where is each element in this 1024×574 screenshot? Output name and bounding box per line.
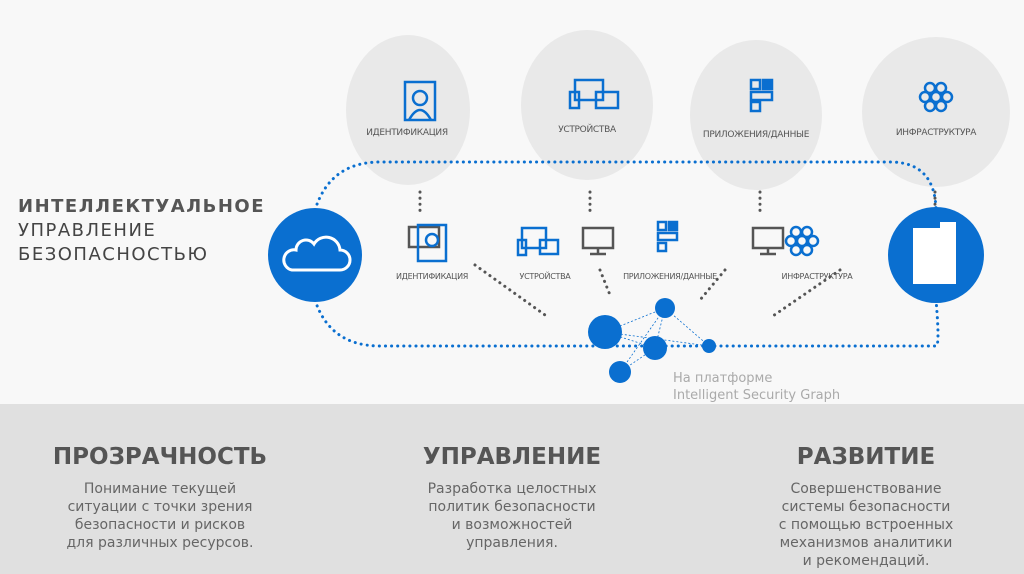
inner-label-devices: УСТРОЙСТВА xyxy=(519,272,571,281)
cloud-icon xyxy=(282,235,352,272)
top-circles xyxy=(346,30,1010,190)
pillars-band: ПРОЗРАЧНОСТЬ Понимание текущей ситуации … xyxy=(0,404,1024,574)
top-label-identity: ИДЕНТИФИКАЦИЯ xyxy=(366,128,448,138)
title-line: УПРАВЛЕНИЕ xyxy=(18,220,157,241)
cloud-circle xyxy=(268,208,362,302)
top-icons xyxy=(403,78,954,122)
monitor-icon-2 xyxy=(751,226,785,250)
graph-node xyxy=(609,361,631,383)
identity-circle xyxy=(346,35,470,185)
connector-dots xyxy=(418,190,937,320)
pillar-text: Понимание текущей ситуации с точки зрени… xyxy=(66,481,254,551)
infra-circle xyxy=(862,37,1010,187)
apps-icon-small xyxy=(656,220,679,253)
page-title: ИНТЕЛЛЕКТУАЛЬНОЕ УПРАВЛЕНИЕ БЕЗОПАСНОСТЬ… xyxy=(18,195,265,267)
inner-label-infra: ИНФРАСТРУКТУРА xyxy=(781,272,853,281)
platform-line1: На платформе xyxy=(673,371,773,386)
devices-circle xyxy=(521,30,653,180)
dotted-loop xyxy=(313,160,940,348)
pillar-heading: РАЗВИТИЕ xyxy=(796,444,936,470)
graph-node xyxy=(702,339,716,353)
inner-label-identity: ИДЕНТИФИКАЦИЯ xyxy=(395,272,469,281)
pillar-development: РАЗВИТИЕ Совершенствование системы безоп… xyxy=(716,444,1016,570)
monitor-icon xyxy=(581,226,615,250)
infra-icon xyxy=(918,81,954,113)
identity-icon-small xyxy=(416,223,448,263)
identity-icon xyxy=(403,80,437,122)
devices-icon xyxy=(573,78,605,102)
top-label-apps: ПРИЛОЖЕНИЯ/ДАННЫЕ xyxy=(702,130,810,140)
title-line: ИНТЕЛЛЕКТУАЛЬНОЕ xyxy=(18,196,266,217)
pillar-text: Разработка целостных политик безопасност… xyxy=(427,481,597,551)
pillar-transparency: ПРОЗРАЧНОСТЬ Понимание текущей ситуации … xyxy=(10,444,310,552)
platform-line2: Intelligent Security Graph xyxy=(673,388,841,403)
infra-icon-small xyxy=(784,225,820,257)
pillar-heading: УПРАВЛЕНИЕ xyxy=(422,444,602,470)
top-label-infra: ИНФРАСТРУКТУРА xyxy=(895,128,977,138)
platform-caption: На платформе Intelligent Security Graph xyxy=(673,370,840,404)
graph-node xyxy=(643,336,667,360)
apps-circle xyxy=(690,40,822,190)
top-label-devices: УСТРОЙСТВА xyxy=(558,125,616,135)
building-icon xyxy=(913,222,956,284)
pillar-text: Совершенствование системы безопасности с… xyxy=(778,481,954,569)
apps-icon xyxy=(749,78,774,113)
graph-node xyxy=(588,315,622,349)
title-line: БЕЗОПАСНОСТЬЮ xyxy=(18,244,209,265)
inner-label-apps: ПРИЛОЖЕНИЯ/ДАННЫЕ xyxy=(623,272,717,281)
inner-icons xyxy=(407,220,820,263)
graph-node xyxy=(655,298,675,318)
devices-icon-small xyxy=(520,226,548,250)
pillar-management: УПРАВЛЕНИЕ Разработка целостных политик … xyxy=(362,444,662,552)
pillar-heading: ПРОЗРАЧНОСТЬ xyxy=(52,444,268,470)
